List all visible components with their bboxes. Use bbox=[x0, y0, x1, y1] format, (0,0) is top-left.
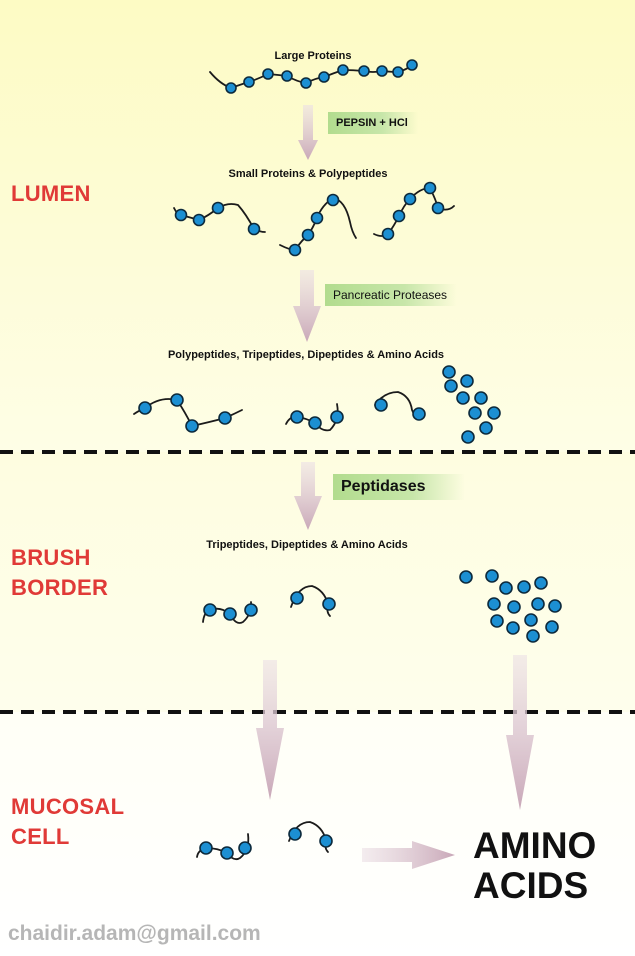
tripeptide-mucosal bbox=[196, 833, 252, 861]
product-amino-acids: AMINO ACIDS bbox=[473, 825, 597, 906]
region-label-brush-border: BRUSH BORDER bbox=[11, 545, 109, 600]
dipeptide-lumen bbox=[374, 391, 426, 421]
small-protein-chain-2 bbox=[279, 193, 357, 257]
tripeptide-lumen bbox=[285, 403, 344, 432]
arrow-to-mucosal bbox=[256, 660, 284, 800]
enzyme-pancreatic-proteases: Pancreatic Proteases bbox=[325, 284, 458, 306]
dipeptide-mucosal bbox=[288, 821, 333, 853]
step-label-large-proteins: Large Proteins bbox=[274, 50, 352, 62]
polypeptide-chain bbox=[133, 393, 243, 433]
step-label-polypeptides: Polypeptides, Tripeptides, Dipeptides & … bbox=[167, 349, 445, 361]
small-protein-chain-3 bbox=[373, 181, 455, 241]
dipeptide-brush bbox=[290, 585, 336, 617]
brush-border-zone bbox=[0, 452, 635, 712]
arrow-amino-acids-down bbox=[506, 655, 534, 810]
large-protein-chain bbox=[209, 59, 418, 94]
region-label-lumen: LUMEN bbox=[11, 181, 91, 206]
small-protein-chain-1 bbox=[173, 201, 266, 236]
arrow-to-amino-acids bbox=[362, 841, 455, 869]
free-amino-acids-brush bbox=[459, 569, 562, 643]
lumen-zone bbox=[0, 0, 635, 452]
step-label-small-proteins: Small Proteins & Polypeptides bbox=[228, 168, 388, 180]
region-label-mucosal-cell: MUCOSAL CELL bbox=[11, 794, 125, 849]
step-label-tripeptides: Tripeptides, Dipeptides & Amino Acids bbox=[206, 539, 408, 551]
arrow-peptidases bbox=[294, 462, 322, 530]
tripeptide-brush bbox=[202, 601, 258, 624]
enzyme-peptidases: Peptidases bbox=[333, 474, 466, 500]
author-credit: chaidir.adam@gmail.com bbox=[8, 922, 261, 945]
arrow-pancreatic bbox=[293, 270, 321, 342]
enzyme-pepsin-hcl: PEPSIN + HCl bbox=[328, 112, 418, 134]
free-amino-acids-lumen bbox=[442, 365, 501, 444]
arrow-pepsin bbox=[298, 105, 318, 160]
